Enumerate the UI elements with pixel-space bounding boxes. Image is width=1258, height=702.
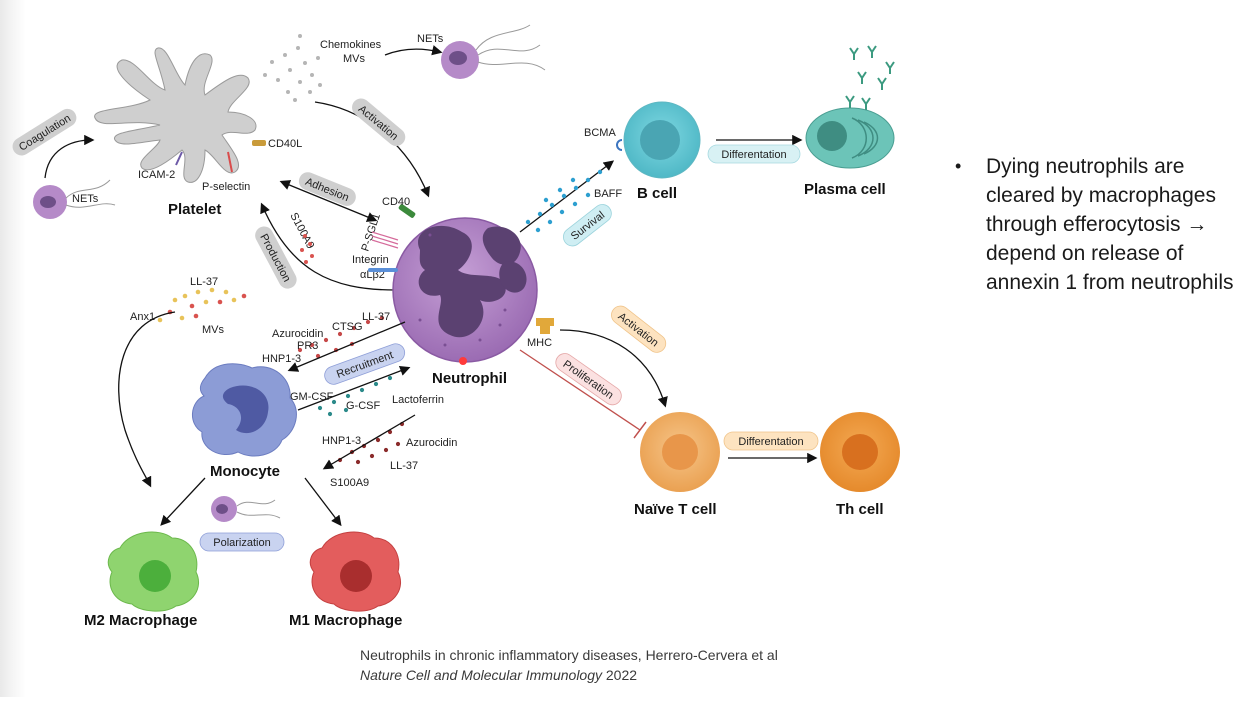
citation-year: 2022	[602, 667, 638, 683]
nets-top-label: NETs	[417, 33, 444, 45]
hnp13-low-label: HNP1-3	[322, 435, 361, 447]
bcma-label: BCMA	[584, 127, 616, 139]
neutrophil-cell	[392, 217, 538, 365]
monocyte-cell	[192, 363, 297, 457]
baff-label: BAFF	[594, 188, 622, 200]
anx1-label: Anx1	[130, 311, 155, 323]
recruitment-arrow-upper	[287, 321, 406, 372]
platelet-label: Platelet	[168, 201, 221, 218]
psgl1-receptor	[371, 231, 399, 249]
mvs-top-label: MVs	[343, 53, 366, 65]
recruitment-arrow-lower	[297, 365, 411, 411]
plasma-cell-label: Plasma cell	[804, 181, 886, 198]
to-m2-arrow	[160, 477, 206, 526]
lactoferrin-label: Lactoferrin	[392, 394, 444, 406]
cd40-receptor	[398, 204, 416, 218]
chemokine-dots	[263, 34, 322, 102]
cd40-label: CD40	[382, 196, 410, 208]
mhc-receptor	[536, 318, 554, 334]
coagulation-arrow	[44, 134, 95, 179]
svg-text:Polarization: Polarization	[213, 537, 270, 549]
m1-macrophage-cell	[309, 531, 401, 612]
coagulation-pill: Coagulation	[12, 108, 77, 156]
to-m1-arrow	[304, 477, 342, 527]
chemokines-label: Chemokines	[320, 39, 382, 51]
lower-mediator-arrow	[322, 414, 416, 470]
azurocidin-mid-label: Azurocidin	[272, 328, 323, 340]
bullet-text: Dying neutrophils are cleared by macroph…	[986, 155, 1234, 294]
production-arrow	[260, 202, 396, 291]
icam2-receptor	[175, 151, 183, 166]
platelet-cell	[94, 47, 257, 183]
ll37-low-label: LL-37	[390, 460, 418, 472]
s100a9-up-label: S100A9	[287, 211, 316, 251]
ll37-mid-label: LL-37	[362, 311, 390, 323]
hnp13-mid-label: HNP1-3	[262, 353, 301, 365]
citation: Neutrophils in chronic inflammatory dise…	[360, 645, 778, 685]
nets-cell-left	[33, 179, 116, 219]
differentiation-t-pill: Differentation	[723, 431, 819, 451]
m2-macrophage-label: M2 Macrophage	[84, 612, 197, 629]
bullet-marker: •	[955, 156, 962, 176]
polarization-nets-cell	[211, 496, 281, 522]
s100a9-low-label: S100A9	[330, 477, 369, 489]
anx1-arrow	[118, 311, 176, 488]
differentiation-b-pill: Differentation	[707, 144, 801, 164]
p-selectin-label: P-selectin	[202, 181, 250, 193]
ll37-top-label: LL-37	[190, 276, 218, 288]
chemokines-to-nets-arrow	[384, 45, 443, 56]
gmcsf-label: GM-CSF	[290, 391, 334, 403]
bullet-point: • Dying neutrophils are cleared by macro…	[955, 152, 1245, 297]
adhesion-pill: Adhesion	[298, 172, 356, 206]
th-cell-label: Th cell	[836, 501, 884, 518]
svg-text:Differentation: Differentation	[721, 149, 786, 161]
recruitment-pill: Recruitment	[324, 343, 406, 385]
survival-pill: Survival	[563, 204, 612, 247]
svg-text:Differentation: Differentation	[738, 436, 803, 448]
survival-arrow	[519, 160, 615, 233]
baff-dots	[525, 169, 603, 233]
nets-left-label: NETs	[72, 193, 99, 205]
icam2-label: ICAM-2	[138, 169, 175, 181]
gcsf-label: G-CSF	[346, 400, 381, 412]
m2-macrophage-cell	[107, 531, 199, 612]
activation-t-arrow	[559, 329, 668, 408]
plasma-cell	[805, 107, 895, 169]
activation-t-pill: Activation	[611, 305, 667, 353]
adhesion-arrow	[279, 180, 378, 222]
activation-top-pill: Activation	[352, 98, 406, 147]
proliferation-inhibit-line	[519, 349, 641, 431]
pr3-label: PR3	[297, 340, 318, 352]
b-cell	[616, 101, 701, 179]
naive-t-cell-label: Naïve T cell	[634, 501, 717, 518]
integrin-receptor	[368, 268, 398, 272]
polarization-pill: Polarization	[199, 532, 285, 552]
s100a9-dots	[300, 234, 314, 264]
production-pill: Production	[255, 226, 297, 289]
b-cell-label: B cell	[637, 185, 677, 202]
citation-title: Neutrophils in chronic inflammatory dise…	[360, 647, 778, 663]
citation-journal: Nature Cell and Molecular Immunology	[360, 667, 602, 683]
mhc-label: MHC	[527, 337, 552, 349]
cd40l-receptor	[252, 140, 266, 146]
svg-text:Coagulation: Coagulation	[17, 112, 73, 153]
azurocidin-low-label: Azurocidin	[406, 437, 457, 449]
m1-macrophage-label: M1 Macrophage	[289, 612, 402, 629]
th-cell	[820, 412, 900, 492]
integrin-label: Integrin	[352, 254, 389, 266]
antibodies-icon	[845, 45, 895, 110]
cd40l-label: CD40L	[268, 138, 302, 150]
nets-cell-top	[441, 24, 546, 79]
ctsg-label: CTSG	[332, 321, 363, 333]
neutrophil-label: Neutrophil	[432, 370, 507, 387]
monocyte-label: Monocyte	[210, 463, 280, 480]
mvs-mid-label: MVs	[202, 324, 225, 336]
psgl1-label: P-SGL1	[359, 212, 383, 253]
p-selectin-receptor	[227, 151, 233, 173]
naive-t-cell	[640, 412, 720, 492]
